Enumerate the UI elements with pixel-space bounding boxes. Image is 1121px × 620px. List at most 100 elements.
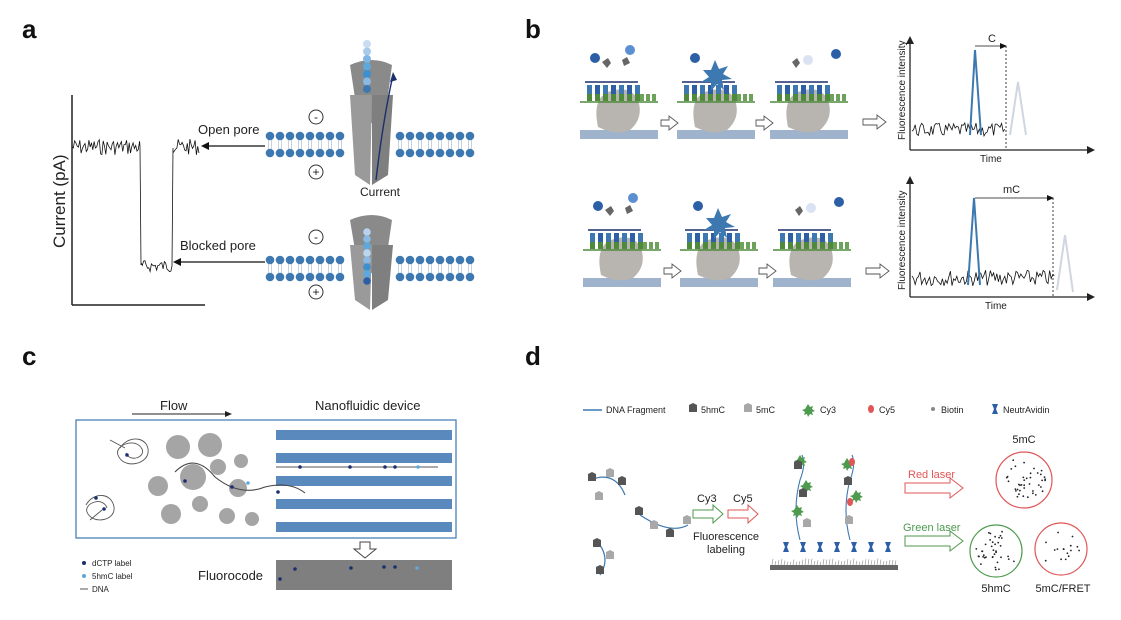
- base-pair: [716, 94, 721, 101]
- dye: [831, 49, 841, 59]
- pillar: [198, 433, 222, 457]
- spot: [1023, 487, 1026, 489]
- base-pair: [719, 233, 724, 242]
- plus-electrode-top: [308, 164, 324, 180]
- cy3-legend-icon: [802, 404, 815, 417]
- base-pair: [812, 242, 817, 249]
- linker: [795, 561, 798, 566]
- spot: [1066, 552, 1069, 555]
- lipid-head: [415, 131, 425, 141]
- base-pair: [735, 233, 740, 242]
- base-pair: [619, 94, 624, 101]
- lipid-head: [425, 148, 435, 158]
- base-pair: [611, 85, 616, 94]
- linker: [858, 561, 861, 566]
- dctp-label: [183, 479, 187, 483]
- neutravidin: [783, 542, 789, 552]
- linker: [786, 561, 789, 566]
- lipid-head: [295, 148, 305, 158]
- dna-bead: [363, 256, 371, 264]
- dye: [593, 201, 603, 211]
- base-pair: [695, 233, 700, 242]
- lipid-head: [405, 148, 415, 158]
- spot: [1014, 465, 1017, 468]
- linker: [840, 561, 843, 566]
- dctp-label: [94, 496, 98, 500]
- spot: [992, 549, 995, 552]
- 5hmc-result-label: 5hmC: [981, 583, 1010, 595]
- linker: [789, 561, 792, 566]
- dna-bead: [363, 40, 371, 48]
- lipid-head: [275, 272, 285, 282]
- panel-label-a: a: [22, 14, 37, 44]
- panel-label-d: d: [525, 341, 541, 371]
- neutravidin: [868, 542, 874, 552]
- surface: [770, 565, 898, 570]
- dye: [628, 193, 638, 203]
- linker: [867, 559, 870, 566]
- lipid-head: [265, 255, 275, 265]
- lipid-head: [435, 131, 445, 141]
- linker: [891, 560, 894, 566]
- spot: [998, 536, 1000, 539]
- dna-bead: [363, 235, 371, 243]
- base-pair: [635, 94, 640, 101]
- dctp-label: [393, 465, 397, 469]
- linker: [894, 560, 897, 566]
- template-base: [643, 242, 647, 249]
- glass-slide: [583, 278, 661, 287]
- spot: [1069, 544, 1072, 547]
- spot: [991, 556, 994, 558]
- template-base: [737, 94, 741, 101]
- lipid-head: [325, 131, 335, 141]
- spot: [1020, 484, 1023, 486]
- linker: [852, 558, 855, 566]
- base-pair: [692, 94, 697, 101]
- base-pair: [820, 242, 825, 249]
- cy3-dye: [850, 490, 863, 503]
- base-pair: [777, 85, 782, 94]
- base-pair: [687, 233, 692, 242]
- glass-slide: [770, 130, 848, 139]
- linker: [834, 561, 837, 566]
- legend-dna-fragment: DNA Fragment: [606, 405, 666, 415]
- coiled-dna: [85, 495, 115, 521]
- linker: [825, 559, 828, 566]
- spot: [1028, 483, 1031, 485]
- spot: [1040, 469, 1043, 472]
- fluorocode-dctp: [349, 566, 353, 570]
- template-base: [839, 242, 843, 249]
- red-laser-label: Red laser: [908, 469, 955, 481]
- base-pair: [627, 94, 632, 101]
- spot: [980, 563, 982, 565]
- fluorocode-5hmc: [415, 566, 419, 570]
- dye: [806, 203, 816, 213]
- cytosine-mark: [844, 476, 852, 485]
- bottom-plot-marker: mC: [1003, 184, 1020, 196]
- base-pair: [630, 242, 635, 249]
- lipid-membrane-top: [265, 131, 475, 158]
- base-pair: [793, 94, 798, 101]
- base-pair: [828, 233, 833, 242]
- linker: [843, 560, 846, 566]
- neutravidin: [834, 542, 840, 552]
- cytosine-mark: [606, 468, 614, 477]
- panel-label-c: c: [22, 341, 36, 371]
- open-pore-label: Open pore: [198, 122, 259, 137]
- linker: [831, 558, 834, 566]
- plus-sign-bottom: +: [312, 285, 319, 299]
- spot: [991, 541, 994, 544]
- base-pair: [590, 233, 595, 242]
- nucleotide: [792, 58, 800, 68]
- polymerase-scenes: [580, 45, 851, 287]
- dna-bead: [363, 270, 371, 278]
- spot: [1041, 490, 1044, 493]
- spot: [997, 541, 1000, 544]
- base-pair: [727, 242, 732, 249]
- lipid-head: [415, 272, 425, 282]
- lipid-head: [335, 131, 345, 141]
- base-pair: [622, 233, 627, 242]
- lipid-head: [395, 272, 405, 282]
- 5hmc-label: [246, 481, 250, 485]
- base-pair: [614, 242, 619, 249]
